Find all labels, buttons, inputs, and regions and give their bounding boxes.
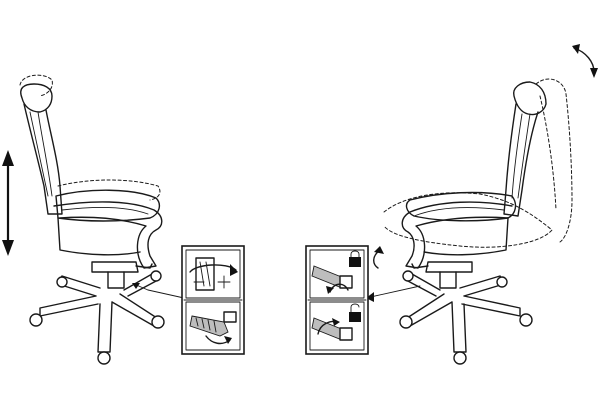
left-pointer-arrows (132, 283, 185, 299)
right-caster-3 (399, 315, 413, 329)
right-backrest (503, 103, 539, 217)
right-caster-2 (519, 313, 533, 327)
tension-knob-icon (195, 257, 215, 291)
left-headrest-raised-outline (19, 74, 53, 97)
left-seat (55, 189, 161, 222)
left-caster-1 (56, 276, 68, 288)
padlock-closed-icon (349, 250, 361, 267)
right-caster-5 (402, 270, 414, 282)
left-chair (19, 74, 165, 365)
tilt-unlocked-inset (309, 301, 365, 351)
right-armrest (401, 201, 513, 269)
height-lever-inset (185, 301, 241, 351)
right-seat (405, 191, 517, 222)
tilt-locked-inset (309, 249, 365, 299)
right-pointer-arrows (365, 285, 421, 302)
right-callout-panel (305, 245, 369, 355)
left-armrest (53, 201, 163, 269)
padlock-open-icon (349, 303, 361, 322)
right-caster-4 (453, 351, 467, 365)
left-headrest (20, 83, 53, 113)
left-callout-panel (181, 245, 245, 355)
left-backrest (23, 103, 63, 215)
right-caster-1 (496, 276, 508, 288)
left-mechanism (91, 261, 139, 273)
right-headrest (513, 81, 547, 116)
left-caster-4 (97, 351, 111, 365)
right-tilt-lever (411, 263, 429, 269)
right-mechanism (425, 261, 473, 273)
right-seat-reclined-outline (383, 192, 553, 248)
height-adjust-arrow (2, 150, 14, 256)
right-chair (373, 44, 598, 365)
left-seat-raised-outline (57, 179, 161, 201)
right-backrest-reclined-outline (535, 78, 573, 243)
left-caster-3 (151, 315, 165, 329)
left-height-lever (135, 263, 153, 269)
left-caster-2 (29, 313, 43, 327)
left-caster-5 (150, 270, 162, 282)
tension-knob-inset (185, 249, 241, 299)
